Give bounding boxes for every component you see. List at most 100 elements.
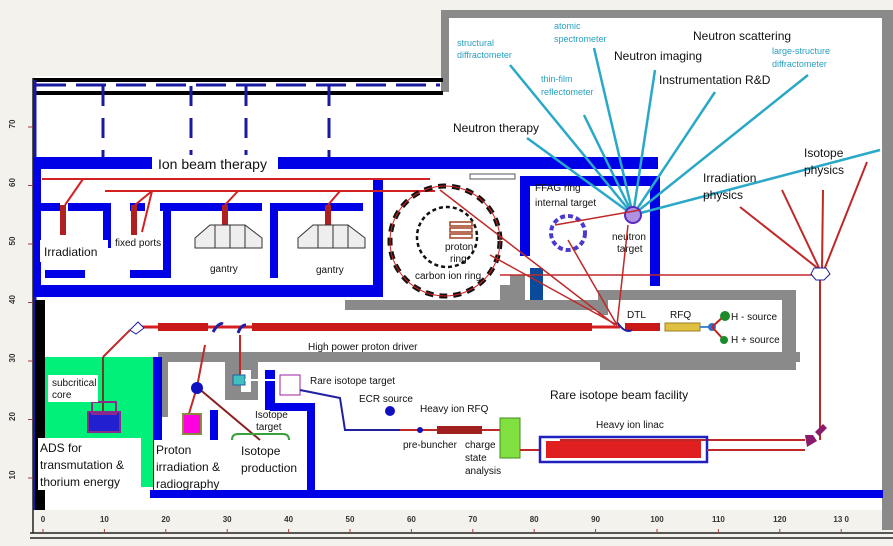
- y-tick-label: 70: [8, 119, 17, 128]
- proton-ring-label-2: ring: [450, 254, 467, 265]
- ion-beam-therapy-label: Ion beam therapy: [158, 156, 267, 172]
- proton-irradiation-label-3: radiography: [156, 477, 219, 491]
- y-tick-label: 30: [8, 353, 17, 362]
- isotope-target: [232, 374, 246, 386]
- atomic-spectrometer-label-2: spectrometer: [554, 34, 607, 44]
- ion-therapy-magnets: [60, 205, 331, 235]
- rare-isotope-beamline: [299, 389, 805, 464]
- subcritical-core: [87, 411, 121, 433]
- ffag-ring-label: FFAG ring: [535, 183, 581, 194]
- neutron-target: [624, 206, 642, 224]
- fixed-ports-label: fixed ports: [115, 238, 161, 249]
- x-tick-label: 30: [223, 515, 232, 524]
- carbon-ion-ring-label: carbon ion ring: [415, 271, 481, 282]
- charge-state-label-1: charge: [465, 440, 496, 451]
- neutron-imaging-label: Neutron imaging: [614, 49, 702, 63]
- thin-film-reflectometer-label-2: reflectometer: [541, 87, 594, 97]
- proton-irradiation-label-2: irradiation &: [156, 460, 220, 474]
- neutron-beamlines: [509, 47, 881, 217]
- y-tick-label: 20: [8, 412, 17, 421]
- proton-irradiation-label-1: Proton: [156, 443, 191, 457]
- atomic-spectrometer-label-1: atomic: [554, 21, 581, 31]
- proton-driver: [129, 311, 730, 344]
- h-minus-source-label: H - source: [731, 312, 778, 323]
- h-plus-source: [720, 336, 728, 344]
- irradiation-physics-label-2: physics: [703, 188, 743, 202]
- large-structure-diffractometer-label-2: diffractometer: [772, 59, 827, 69]
- x-tick-label: 13 0: [833, 515, 849, 524]
- isotope-physics-lines: [560, 161, 868, 441]
- x-tick-label: 0: [41, 515, 46, 524]
- x-tick-label: 20: [161, 515, 170, 524]
- pre-buncher: [417, 427, 423, 433]
- gantry-2-label: gantry: [316, 265, 344, 276]
- rfq-label: RFQ: [670, 310, 691, 321]
- large-structure-diffractometer-label-1: large-structure: [772, 46, 830, 56]
- charge-state-analyzer: [499, 417, 521, 459]
- y-tick-label: 40: [8, 295, 17, 304]
- neutron-therapy-label: Neutron therapy: [453, 121, 539, 135]
- ion-therapy-beamlines: [42, 178, 435, 233]
- ffag-target-label: internal target: [535, 198, 596, 209]
- charge-state-label-2: state: [465, 453, 487, 464]
- neutron-scattering-label: Neutron scattering: [693, 29, 791, 43]
- proton-driver-label: High power proton driver: [308, 342, 418, 353]
- isotope-production-label-1: Isotope: [241, 444, 281, 458]
- x-tick-label: 120: [773, 515, 787, 524]
- y-axis: 70 60 50 40 30 20 10: [8, 78, 34, 533]
- ffag-ring: [549, 214, 587, 252]
- structural-diffractometer-label-1: structural: [457, 38, 494, 48]
- gantry-1: [194, 224, 263, 249]
- irradiation-label: Irradiation: [44, 245, 97, 259]
- dtl-module: [625, 323, 660, 331]
- neutron-target-label-2: target: [617, 244, 643, 255]
- isotope-physics-label-1: Isotope: [804, 146, 844, 160]
- rare-isotope-target: [279, 374, 301, 396]
- x-tick-label: 50: [346, 515, 355, 524]
- gantry-2: [297, 224, 366, 249]
- thin-film-reflectometer-label-1: thin-film: [541, 74, 573, 84]
- x-tick-label: 100: [650, 515, 664, 524]
- x-tick-label: 70: [468, 515, 477, 524]
- h-minus-source: [720, 311, 730, 321]
- structural-diffractometer-label-2: diffractometer: [457, 50, 512, 60]
- bend-magnet: [805, 435, 817, 447]
- charge-state-label-3: analysis: [465, 466, 501, 477]
- y-tick-label: 50: [8, 236, 17, 245]
- y-tick-label: 10: [8, 470, 17, 479]
- ads-label-2: transmutation &: [40, 458, 124, 472]
- ion-therapy-walls: [33, 157, 660, 306]
- x-tick-label: 10: [100, 515, 109, 524]
- isotope-target-label-1: Isotope: [255, 410, 288, 421]
- isotope-production-label-2: production: [241, 461, 297, 475]
- lower-walls: [150, 357, 883, 498]
- neutron-target-label-1: neutron: [612, 232, 646, 243]
- proton-ring: [415, 205, 479, 269]
- proton-ring-label-1: proton: [445, 242, 473, 253]
- beam-splitter: [191, 382, 203, 394]
- ecr-source-label: ECR source: [359, 394, 413, 405]
- dtl-label: DTL: [627, 310, 646, 321]
- rare-isotope-target-label: Rare isotope target: [310, 376, 395, 387]
- irradiation-physics-label-1: Irradiation: [703, 171, 756, 185]
- h-plus-source-label: H + source: [731, 335, 780, 346]
- ads-label-1: ADS for: [40, 441, 82, 455]
- ring-transfer-lines: [439, 189, 820, 326]
- x-tick-label: 110: [712, 515, 725, 524]
- isotope-target-label-2: target: [256, 422, 282, 433]
- isotope-physics-label-2: physics: [804, 163, 844, 177]
- ads-label-3: thorium energy: [40, 475, 120, 489]
- x-tick-label: 60: [407, 515, 416, 524]
- y-tick-label: 60: [8, 178, 17, 187]
- x-tick-label: 90: [591, 515, 600, 524]
- heavy-ion-rfq-label: Heavy ion RFQ: [420, 404, 489, 415]
- proton-ring-core: [449, 221, 473, 239]
- neutron-hall-wall: [441, 10, 893, 530]
- rfq-module: [664, 322, 701, 332]
- isotope-physics-switch: [810, 267, 831, 281]
- subcritical-core-label-2: core: [52, 390, 72, 401]
- pre-buncher-label: pre-buncher: [403, 440, 458, 451]
- gantry-1-label: gantry: [210, 264, 238, 275]
